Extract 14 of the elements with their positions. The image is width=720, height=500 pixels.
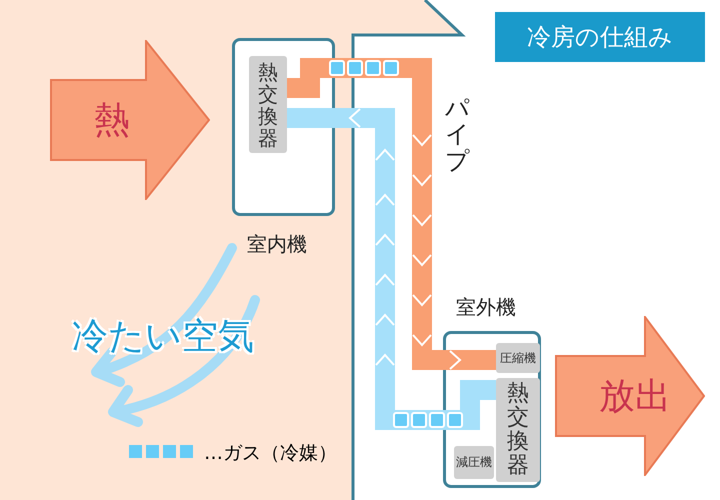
heat-arrow xyxy=(50,40,210,200)
unit-label: 室外機 xyxy=(456,294,516,321)
component-box: 熱交換器 xyxy=(249,56,287,153)
title-badge: 冷房の仕組み xyxy=(495,12,705,62)
cold-air-label: 冷たい空気 xyxy=(72,315,254,359)
heat-arrow xyxy=(555,316,705,476)
component-box: 圧縮機 xyxy=(496,343,540,373)
component-box: 熱交換器 xyxy=(496,378,540,482)
component-box: 減圧機 xyxy=(454,446,494,479)
legend-label: …ガス（冷媒） xyxy=(204,441,337,466)
arrow-label: 放出 xyxy=(599,375,671,419)
arrow-label: 熱 xyxy=(94,99,130,143)
unit-label: 室内機 xyxy=(247,231,307,258)
pipe-label: パイプ xyxy=(445,95,469,174)
